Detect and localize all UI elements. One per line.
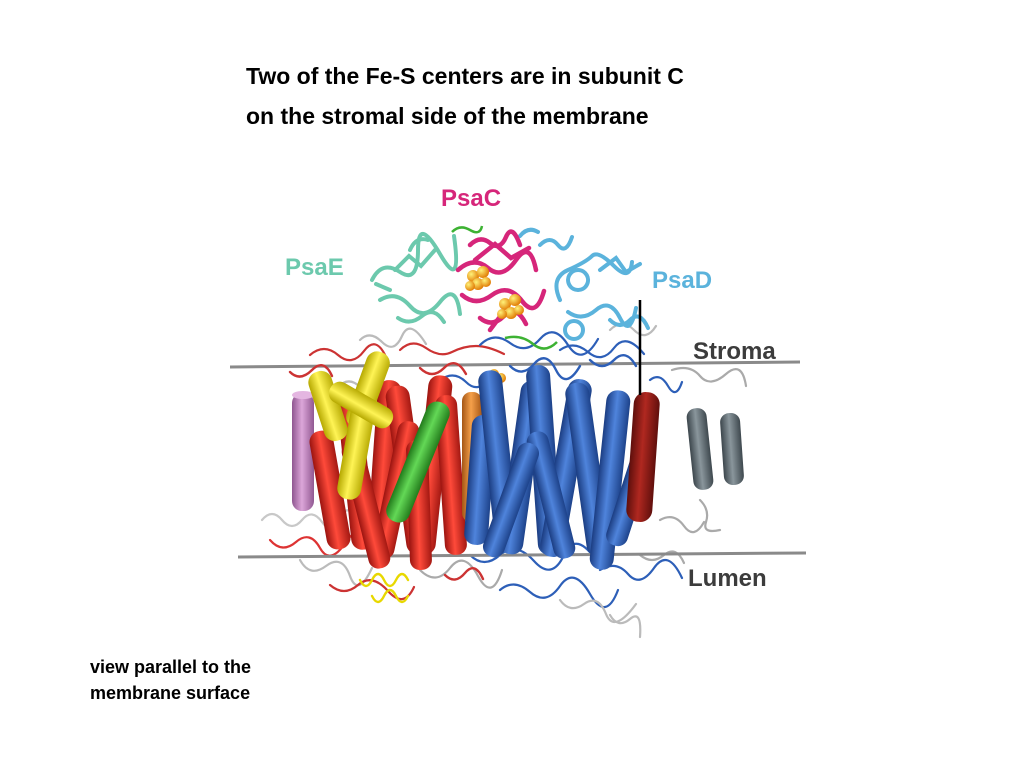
title-line-2: on the stromal side of the membrane [246, 103, 649, 129]
yellow-helices [308, 351, 394, 500]
title-line-1: Two of the Fe-S centers are in subunit C [246, 63, 684, 89]
loop-coils [260, 322, 748, 639]
lumen-membrane-line [237, 551, 807, 559]
gray-helices [686, 408, 744, 490]
psac-green-loop [451, 225, 558, 350]
label-psad: PsaD [652, 267, 712, 294]
foreground-coils [288, 354, 638, 604]
psad-subunit [518, 227, 650, 341]
label-psae: PsaE [285, 254, 344, 281]
slide-title: Two of the Fe-S centers are in subunit C… [246, 56, 846, 136]
psae-subunit [370, 232, 462, 324]
helix-dark-red [626, 392, 660, 522]
figure-caption: view parallel to the membrane surface [90, 654, 350, 706]
label-stroma: Stroma [693, 338, 776, 365]
caption-line-2: membrane surface [90, 683, 251, 703]
helix-green [386, 401, 450, 523]
blue-helix-bundle [464, 365, 656, 570]
fes-cluster-1 [465, 266, 491, 291]
helix-purple [292, 391, 314, 511]
caption-line-1: view parallel to the [90, 657, 252, 677]
label-lumen: Lumen [688, 565, 767, 592]
fes-cluster-2 [497, 294, 524, 319]
label-psac: PsaC [441, 185, 501, 212]
